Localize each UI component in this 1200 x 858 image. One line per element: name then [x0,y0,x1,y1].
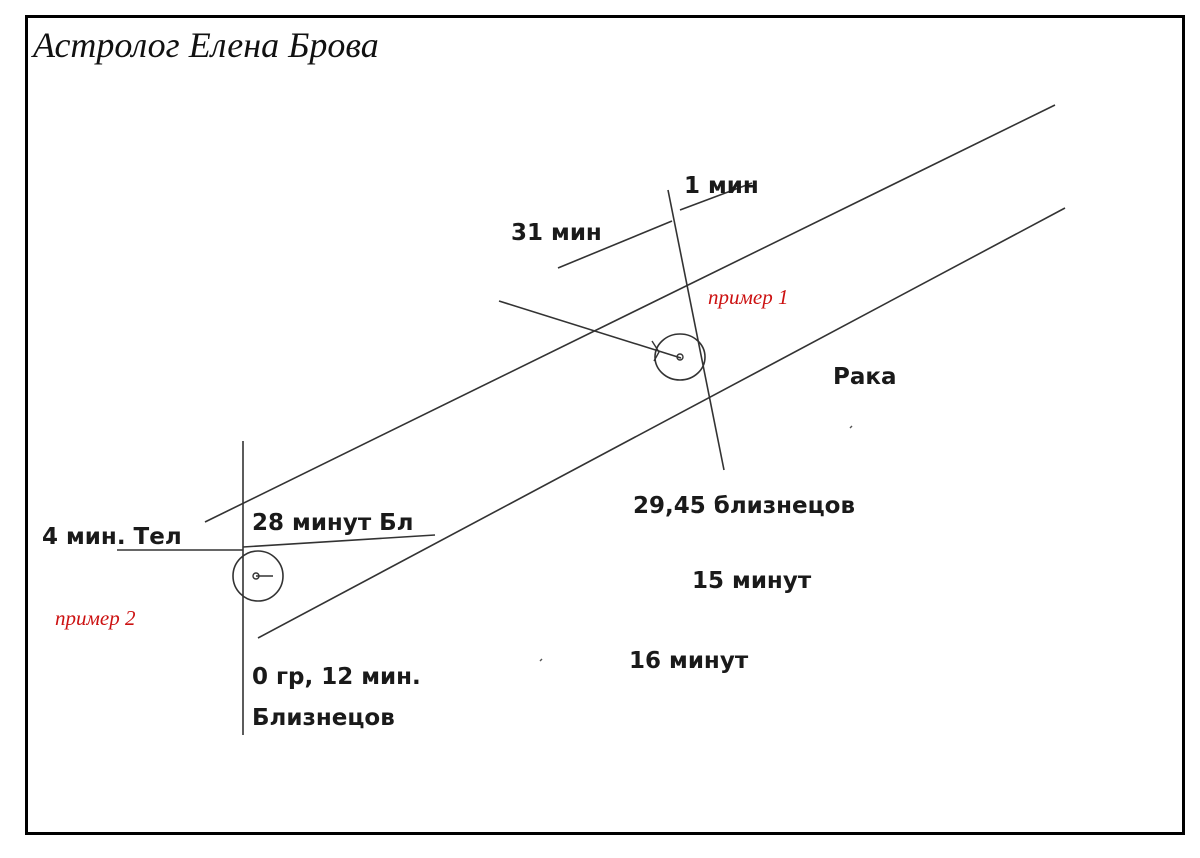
label-16-minut: 16 минут [629,648,749,674]
label-1-min: 1 мин [684,173,759,199]
diagram-frame [25,15,1185,835]
label-15-minut: 15 минут [692,568,812,594]
label-29-45-bliznetsov: 29,45 близнецов [633,493,856,519]
example1-arrow-mark [651,340,660,362]
example2-circle [232,550,284,602]
example1-circle [654,333,706,381]
page-title: Астролог Елена Брова [33,25,379,65]
lower-diagonal-line [257,207,1066,639]
label-4-min-tel: 4 мин. Тел [42,524,182,550]
label-raka: Рака [833,364,897,390]
speck-2 [539,658,543,662]
label-0-gr-12-min: 0 гр, 12 мин. [252,664,421,690]
note-example-1: пример 1 [708,285,789,309]
label-31-min: 31 мин [511,220,602,246]
example1-center-dot [676,353,684,361]
example1-short-lower-line [557,220,673,269]
example1-short-upper-line [679,182,753,211]
speck-1 [849,425,853,429]
note-example-2: пример 2 [55,606,136,630]
label-28-minut-bl: 28 минут Бл [252,510,414,536]
label-bliznetsov: Близнецов [252,705,395,731]
upper-diagonal-line [204,104,1056,523]
example2-right-line [242,534,436,548]
example1-vertical-line [667,189,725,471]
example1-crossing-line [498,300,682,359]
